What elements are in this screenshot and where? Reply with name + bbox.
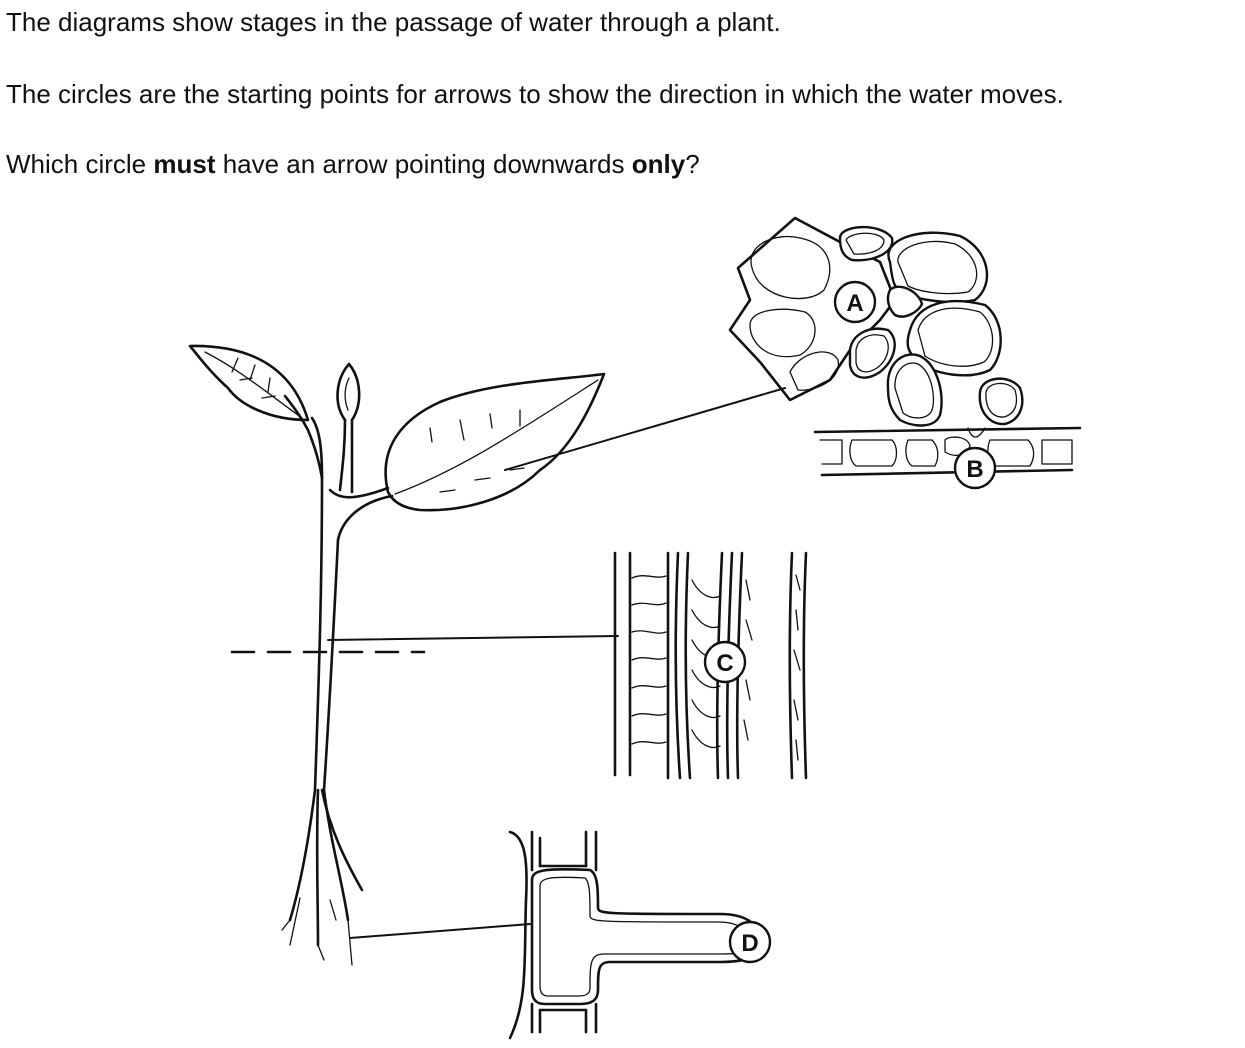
question-line-3-start: Which circle	[6, 149, 154, 179]
emphasis-only: only	[631, 149, 686, 179]
emphasis-must: must	[153, 149, 216, 179]
label-circle-d[interactable]: D	[728, 920, 772, 964]
label-circle-b[interactable]: B	[953, 446, 997, 490]
label-a-text: A	[846, 290, 863, 317]
question-line-1: The diagrams show stages in the passage …	[6, 7, 781, 37]
question-line-3: Which circle must have an arrow pointing…	[6, 148, 700, 180]
label-circle-c[interactable]: C	[703, 640, 747, 684]
root-hair-drawing	[508, 830, 762, 1040]
leaf-cells-drawing	[728, 216, 1082, 477]
label-b-text: B	[966, 456, 983, 483]
label-circle-a[interactable]: A	[833, 280, 877, 324]
question-line-3-middle: have an arrow pointing downwards	[215, 149, 632, 179]
plant-drawing	[188, 344, 786, 966]
label-c-text: C	[716, 650, 733, 677]
question-line-3-end: ?	[685, 149, 700, 179]
question-line-2: The circles are the starting points for …	[6, 79, 1064, 109]
label-d-text: D	[741, 930, 758, 957]
